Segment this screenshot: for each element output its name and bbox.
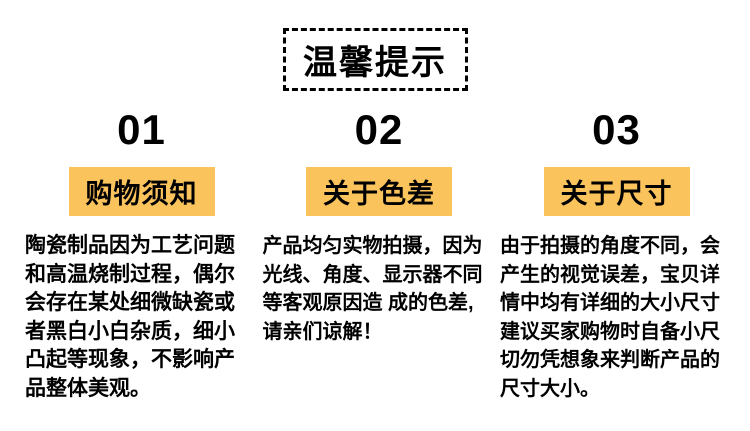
tips-columns: 01 购物须知 陶瓷制品因为工艺问题 和高温烧制过程，偶尔 会存在某处细微缺瓷或… [0, 91, 750, 403]
tip-column-shopping-notice: 01 购物须知 陶瓷制品因为工艺问题 和高温烧制过程，偶尔 会存在某处细微缺瓷或… [25, 91, 258, 403]
tip-body-color-difference: 产品均匀实物拍摄，因为 光线、角度、显示器不同 等客观原因造 成的色差, 请亲们… [262, 235, 483, 343]
tips-title: 温馨提示 [303, 44, 447, 82]
section-badge-size: 关于尺寸 [543, 167, 690, 216]
tips-header-box: 温馨提示 [282, 28, 468, 91]
section-badge-shopping-notice: 购物须知 [68, 167, 215, 216]
step-number-2: 02 [354, 106, 404, 153]
tip-body-size: 由于拍摄的角度不同，会 产生的视觉误差，宝贝详 情中均有详细的大小尺寸 建议买家… [500, 235, 720, 400]
tip-body-shopping-notice: 陶瓷制品因为工艺问题 和高温烧制过程，偶尔 会存在某处细微缺瓷或 者黑白小白杂质… [25, 234, 235, 400]
section-badge-color-difference: 关于色差 [306, 167, 452, 216]
step-number-3: 03 [592, 106, 641, 153]
tip-column-color-difference: 02 关于色差 产品均匀实物拍摄，因为 光线、角度、显示器不同 等客观原因造 成… [263, 91, 496, 403]
step-number-1: 01 [117, 106, 166, 153]
tip-column-size: 03 关于尺寸 由于拍摄的角度不同，会 产生的视觉误差，宝贝详 情中均有详细的大… [500, 91, 733, 403]
